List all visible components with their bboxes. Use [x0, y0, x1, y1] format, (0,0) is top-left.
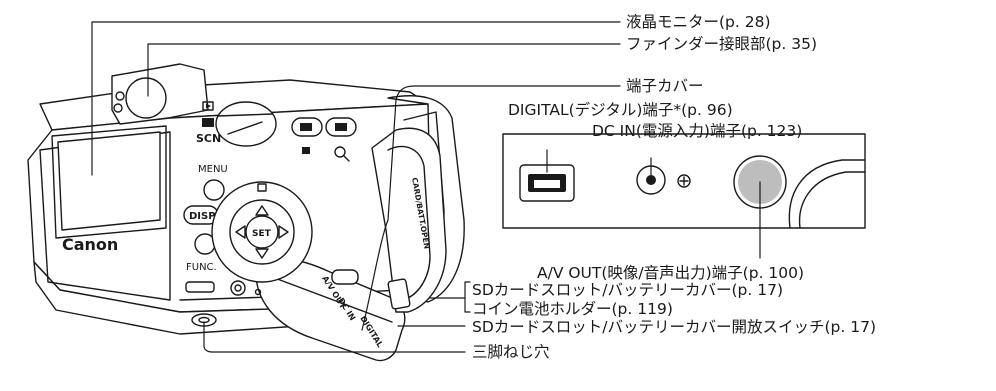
label-av-out: A/V OUT(映像/音声出力)端子(p. 100) — [537, 264, 805, 282]
plus-icon — [677, 174, 691, 188]
func-label: FUNC. — [186, 262, 217, 273]
label-lcd-monitor: 液晶モニター(p. 28) — [626, 13, 771, 31]
label-coin-battery: コイン電池ホルダー(p. 119) — [472, 300, 673, 318]
label-dc-in: DC IN(電源入力)端子(p. 123) — [592, 122, 803, 140]
viewfinder-eyepiece — [111, 63, 209, 125]
playback-icon — [202, 101, 214, 111]
label-viewfinder: ファインダー接眼部(p. 35) — [626, 35, 818, 53]
brand-logo: Canon — [62, 235, 118, 254]
label-digital-terminal: DIGITAL(デジタル)端子*(p. 96) — [508, 101, 733, 119]
menu-label: MENU — [198, 164, 228, 175]
label-terminal-cover: 端子カバー — [626, 77, 704, 95]
magnify-icon — [334, 146, 346, 158]
set-label: SET — [252, 229, 272, 239]
scn-label: SCN — [196, 132, 221, 145]
leader-lines — [91, 21, 761, 353]
camera-mode-icon — [202, 118, 214, 127]
lcd-screen — [57, 131, 161, 231]
label-tripod: 三脚ねじ穴 — [472, 343, 550, 361]
mode-dial[interactable] — [215, 101, 277, 147]
label-sd-cover: SDカードスロット/バッテリーカバー(p. 17) — [472, 281, 784, 299]
label-sd-switch: SDカードスロット/バッテリーカバー開放スイッチ(p. 17) — [472, 318, 877, 336]
print-share-button[interactable] — [331, 269, 359, 285]
disp-label: DISP. — [189, 211, 218, 222]
menu-button[interactable] — [203, 179, 225, 201]
terminal-inset — [502, 133, 866, 229]
index-icon — [300, 123, 312, 131]
control-pad[interactable] — [211, 181, 313, 283]
